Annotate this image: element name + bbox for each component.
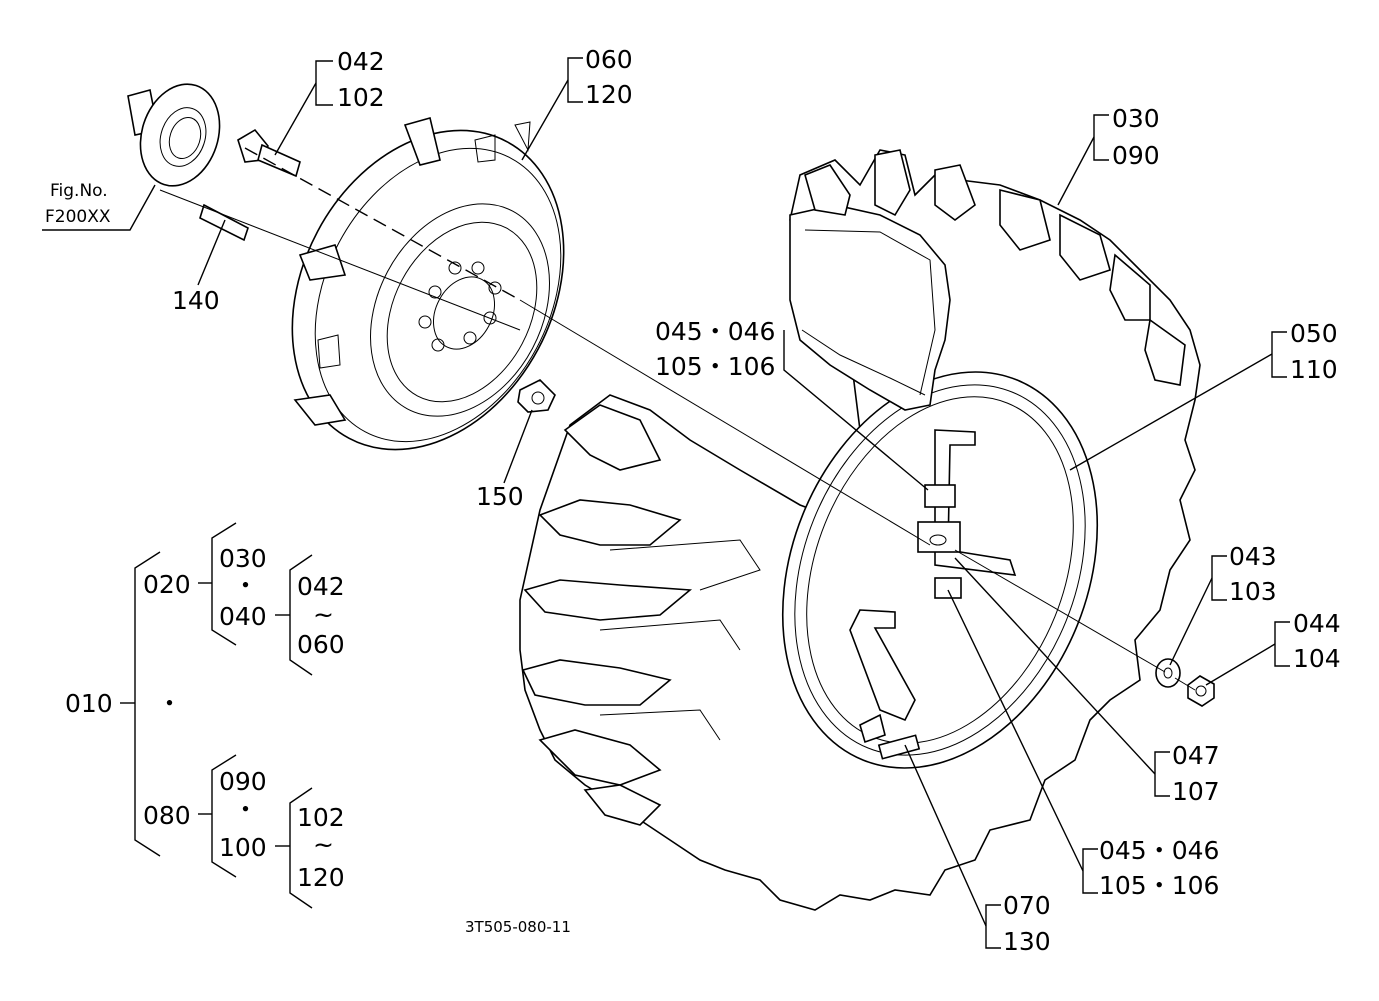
tree-g1-d: 060 [297,630,345,659]
callout-leaders [42,57,1290,949]
label-043: 043 [1229,542,1277,571]
tree-g2-code: 080 [143,801,191,830]
label-090: 090 [1112,141,1160,170]
tire-drawing [519,149,1201,911]
tree-g2-d: 120 [297,863,345,892]
axle-flange-drawing [127,83,221,187]
tree-g1-c: 042 [297,572,345,601]
label-140: 140 [172,286,220,315]
nut-044 [1187,675,1215,707]
tree-g2-dot: ・ [233,795,258,824]
tree-g1-dot: ・ [233,571,258,600]
label-150: 150 [476,482,524,511]
nut-150 [517,379,556,413]
label-104: 104 [1293,644,1341,673]
tree-root-code: 010 [65,689,113,718]
washer-043 [1155,658,1181,688]
tree-g2-tilde: ~ [313,830,334,859]
fig-ref-line2: F200XX [45,207,111,227]
bolt-holes [418,261,502,352]
bolt-042 [237,128,301,178]
tree-g1-tilde: ~ [313,600,334,629]
label-103: 103 [1229,577,1277,606]
drawing-code: 3T505-080-11 [465,918,571,936]
label-105-106-top: 105・106 [655,352,775,381]
label-130: 130 [1003,927,1051,956]
tree-g2-b: 100 [219,833,267,862]
label-050: 050 [1290,319,1338,348]
label-105-106-bottom: 105・106 [1099,871,1219,900]
label-120: 120 [585,80,633,109]
label-070: 070 [1003,891,1051,920]
tree-g1-a: 030 [219,544,267,573]
label-030: 030 [1112,104,1160,133]
parts-tree: 010 ・ 020 030 ・ 040 042 ~ 060 080 090 ・ … [65,522,345,909]
label-045-046-bottom: 045・046 [1099,836,1219,865]
label-102: 102 [337,83,385,112]
label-107: 107 [1172,777,1220,806]
label-110: 110 [1290,355,1338,384]
label-044: 044 [1293,609,1341,638]
tree-g2-a: 090 [219,767,267,796]
label-047: 047 [1172,741,1220,770]
tree-g1-b: 040 [219,602,267,631]
fig-ref-line1: Fig.No. [50,181,108,201]
label-045-046-top: 045・046 [655,317,775,346]
tree-root-dot: ・ [157,689,182,718]
disc-wheel-drawing [291,117,565,451]
label-042: 042 [337,47,385,76]
tree-g1-code: 020 [143,570,191,599]
label-060: 060 [585,45,633,74]
tree-g2-c: 102 [297,803,345,832]
callout-labels: 042 102 060 120 030 090 045・046 105・106 … [45,45,1341,956]
